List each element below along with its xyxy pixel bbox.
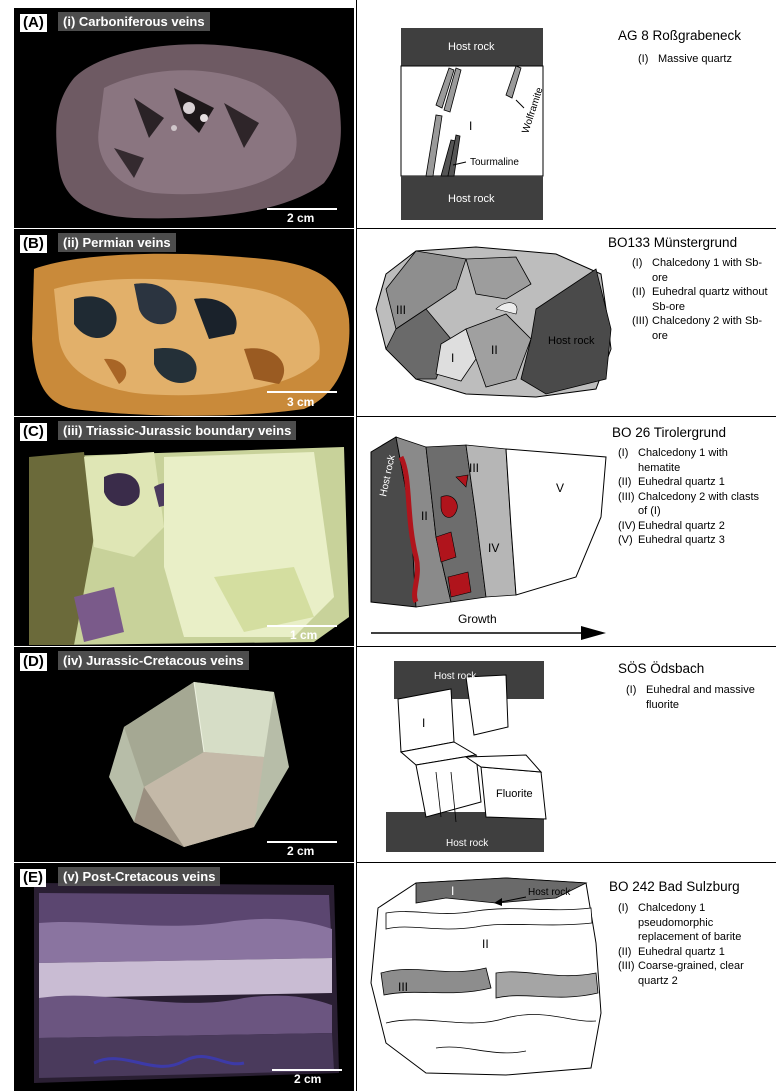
- legend-item: (III)Coarse-grained, clear quartz 2: [618, 959, 768, 988]
- scale-label-e: 2 cm: [294, 1072, 321, 1086]
- photo-c: (C) (iii) Triassic-Jurassic boundary vei…: [14, 417, 354, 646]
- photo-e: (E) (v) Post-Cretacous veins 2 cm: [14, 863, 354, 1091]
- panel-letter-e: (E): [20, 869, 46, 887]
- label-fluorite: Fluorite: [496, 788, 533, 800]
- photo-b: (B) (ii) Permian veins 3 cm: [14, 229, 354, 416]
- site-title-a: AG 8 Roßgrabeneck: [618, 28, 741, 43]
- sketch-a: Host rock Host rock I Wolframite Tourmal…: [356, 0, 776, 228]
- label-host-top-d: Host rock: [434, 671, 477, 682]
- sketch-d-drawing: Host rock Host rock I Fluorite: [356, 647, 776, 862]
- legend-b: (I)Chalcedony 1 with Sb-ore (II)Euhedral…: [632, 256, 772, 343]
- legend-c: (I)Chalcedony 1 with hematite (II)Euhedr…: [618, 446, 768, 548]
- legend-a: (I)Massive quartz: [638, 52, 768, 67]
- label-r3-e: III: [398, 980, 408, 994]
- photo-a-image: [14, 8, 354, 228]
- label-r2-c: II: [421, 509, 428, 523]
- photo-title-a: (i) Carboniferous veins: [58, 12, 210, 31]
- label-r2-e: II: [482, 937, 489, 951]
- panel-b: (B) (ii) Permian veins 3 cm Host rock I …: [0, 229, 776, 416]
- label-r4-c: IV: [488, 541, 499, 555]
- legend-item: (I)Chalcedony 1 with Sb-ore: [632, 256, 772, 285]
- photo-title-e: (v) Post-Cretacous veins: [58, 867, 220, 886]
- scale-label-a: 2 cm: [287, 211, 314, 225]
- panel-letter-a: (A): [20, 14, 47, 32]
- photo-title-d: (iv) Jurassic-Cretacous veins: [58, 651, 249, 670]
- legend-item: (I)Euhedral and massive fluorite: [626, 683, 766, 712]
- legend-item: (I)Chalcedony 1 with hematite: [618, 446, 768, 475]
- photo-d-image: [14, 647, 354, 862]
- photo-title-b: (ii) Permian veins: [58, 233, 176, 252]
- legend-item: (II)Euhedral quartz 1: [618, 945, 768, 960]
- label-host-top-a: Host rock: [448, 41, 495, 53]
- label-host-bottom-d: Host rock: [446, 838, 489, 849]
- legend-item: (II)Euhedral quartz 1: [618, 475, 768, 490]
- label-r3-b: III: [396, 303, 406, 317]
- label-r2-b: II: [491, 343, 498, 357]
- label-tourmaline: Tourmaline: [470, 157, 519, 168]
- photo-b-image: [14, 229, 354, 416]
- label-r1-e: I: [451, 884, 454, 898]
- legend-item: (III)Chalcedony 2 with clasts of (I): [618, 490, 768, 519]
- scale-bar-d: [267, 841, 337, 843]
- sketch-c: Host rock II III IV V Growth BO 26 Tirol…: [356, 417, 776, 646]
- photo-e-image: [14, 863, 354, 1091]
- site-title-b: BO133 Münstergrund: [608, 235, 737, 250]
- label-host-e: Host rock: [528, 887, 571, 898]
- site-title-d: SÖS Ödsbach: [618, 661, 704, 676]
- label-roman-d: I: [422, 716, 425, 730]
- photo-c-image: [14, 417, 354, 646]
- legend-item: (V)Euhedral quartz 3: [618, 533, 768, 548]
- photo-a: (A) (i) Carboniferous veins 2 cm: [14, 8, 354, 228]
- legend-item: (II)Euhedral quartz without Sb-ore: [632, 285, 772, 314]
- legend-item: (III)Chalcedony 2 with Sb-ore: [632, 314, 772, 343]
- photo-title-c: (iii) Triassic-Jurassic boundary veins: [58, 421, 296, 440]
- scale-label-c: 1 cm: [290, 628, 317, 642]
- photo-d: (D) (iv) Jurassic-Cretacous veins 2 cm: [14, 647, 354, 862]
- panel-d: (D) (iv) Jurassic-Cretacous veins 2 cm H…: [0, 647, 776, 862]
- panel-c: (C) (iii) Triassic-Jurassic boundary vei…: [0, 417, 776, 646]
- site-title-c: BO 26 Tirolergrund: [612, 425, 726, 440]
- panel-letter-b: (B): [20, 235, 47, 253]
- site-title-e: BO 242 Bad Sulzburg: [609, 879, 740, 894]
- scale-label-b: 3 cm: [287, 395, 314, 409]
- scale-bar-e: [272, 1069, 342, 1071]
- sketch-d: Host rock Host rock I Fluorite SÖS Ödsba…: [356, 647, 776, 862]
- column-divider: [356, 0, 357, 1091]
- panel-a: (A) (i) Carboniferous veins 2 cm Host ro…: [0, 0, 776, 228]
- panel-letter-c: (C): [20, 423, 47, 441]
- scale-label-d: 2 cm: [287, 844, 314, 858]
- legend-item: (I)Chalcedony 1 pseudomorphic replacemen…: [618, 901, 768, 945]
- sketch-b: Host rock I II III BO133 Münstergrund (I…: [356, 229, 776, 416]
- panel-e: (E) (v) Post-Cretacous veins 2 cm Host r…: [0, 863, 776, 1091]
- scale-bar-b: [267, 391, 337, 393]
- scale-bar-a: [267, 208, 337, 210]
- label-r1-b: I: [451, 351, 454, 365]
- legend-item: (I)Massive quartz: [638, 52, 768, 67]
- label-growth: Growth: [458, 612, 497, 626]
- label-host-bottom-a: Host rock: [448, 193, 495, 205]
- legend-d: (I)Euhedral and massive fluorite: [626, 683, 766, 712]
- legend-e: (I)Chalcedony 1 pseudomorphic replacemen…: [618, 901, 768, 988]
- legend-item: (IV)Euhedral quartz 2: [618, 519, 768, 534]
- label-r5-c: V: [556, 481, 564, 495]
- sketch-e: Host rock I II III BO 242 Bad Sulzburg (…: [356, 863, 776, 1091]
- label-host-b: Host rock: [548, 335, 595, 347]
- scale-bar-c: [267, 625, 337, 627]
- panel-letter-d: (D): [20, 653, 47, 671]
- label-r3-c: III: [469, 461, 479, 475]
- label-roman-a: I: [469, 119, 472, 133]
